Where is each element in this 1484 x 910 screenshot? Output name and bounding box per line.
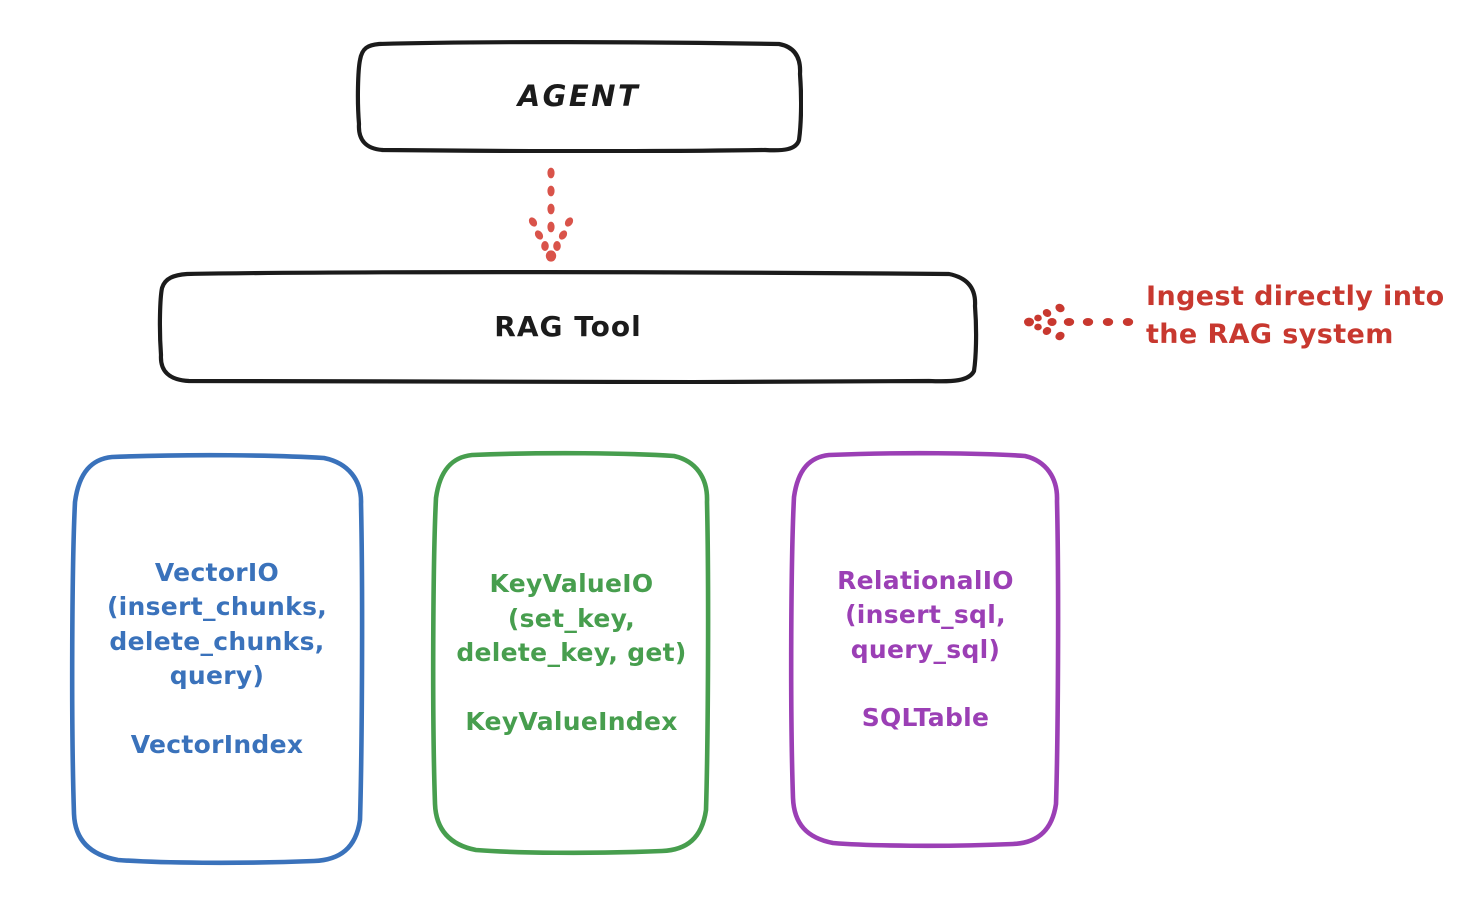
- label-spacer: [107, 694, 327, 728]
- relational-io-index-label: SQLTable: [861, 703, 990, 732]
- relational-io-node[interactable]: RelationalIO (insert_sql, query_sql) SQLT…: [788, 450, 1063, 849]
- vector-io-api-label: VectorIO (insert_chunks, delete_chunks, …: [106, 557, 328, 691]
- vector-io-node-label: VectorIO (insert_chunks, delete_chunks, …: [107, 556, 327, 763]
- ingest-arrow-dots: [1024, 303, 1134, 341]
- vector-io-index-label: VectorIndex: [130, 729, 304, 759]
- rag-tool-node-label: RAG Tool: [494, 309, 642, 343]
- ingest-annotation-text: Ingest directly into the RAG system: [1146, 281, 1445, 351]
- label-spacer: [456, 671, 686, 705]
- key-value-io-api-label: KeyValueIO (set_key, delete_key, get): [456, 569, 687, 667]
- rag-tool-node[interactable]: RAG Tool: [157, 270, 979, 384]
- agent-node-label: AGENT: [517, 78, 641, 113]
- key-value-io-node[interactable]: KeyValueIO (set_key, delete_key, get) Key…: [430, 450, 713, 856]
- label-spacer: [837, 667, 1014, 701]
- relational-io-node-label: RelationalIO (insert_sql, query_sql) SQLT…: [837, 564, 1014, 736]
- agent-node[interactable]: AGENT: [355, 40, 803, 153]
- key-value-io-index-label: KeyValueIndex: [465, 706, 678, 736]
- key-value-io-node-label: KeyValueIO (set_key, delete_key, get) Key…: [456, 567, 686, 739]
- relational-io-api-label: RelationalIO (insert_sql, query_sql): [837, 565, 1014, 664]
- agent-to-rag-arrow-dots: [528, 167, 574, 262]
- vector-io-node[interactable]: VectorIO (insert_chunks, delete_chunks, …: [68, 452, 366, 866]
